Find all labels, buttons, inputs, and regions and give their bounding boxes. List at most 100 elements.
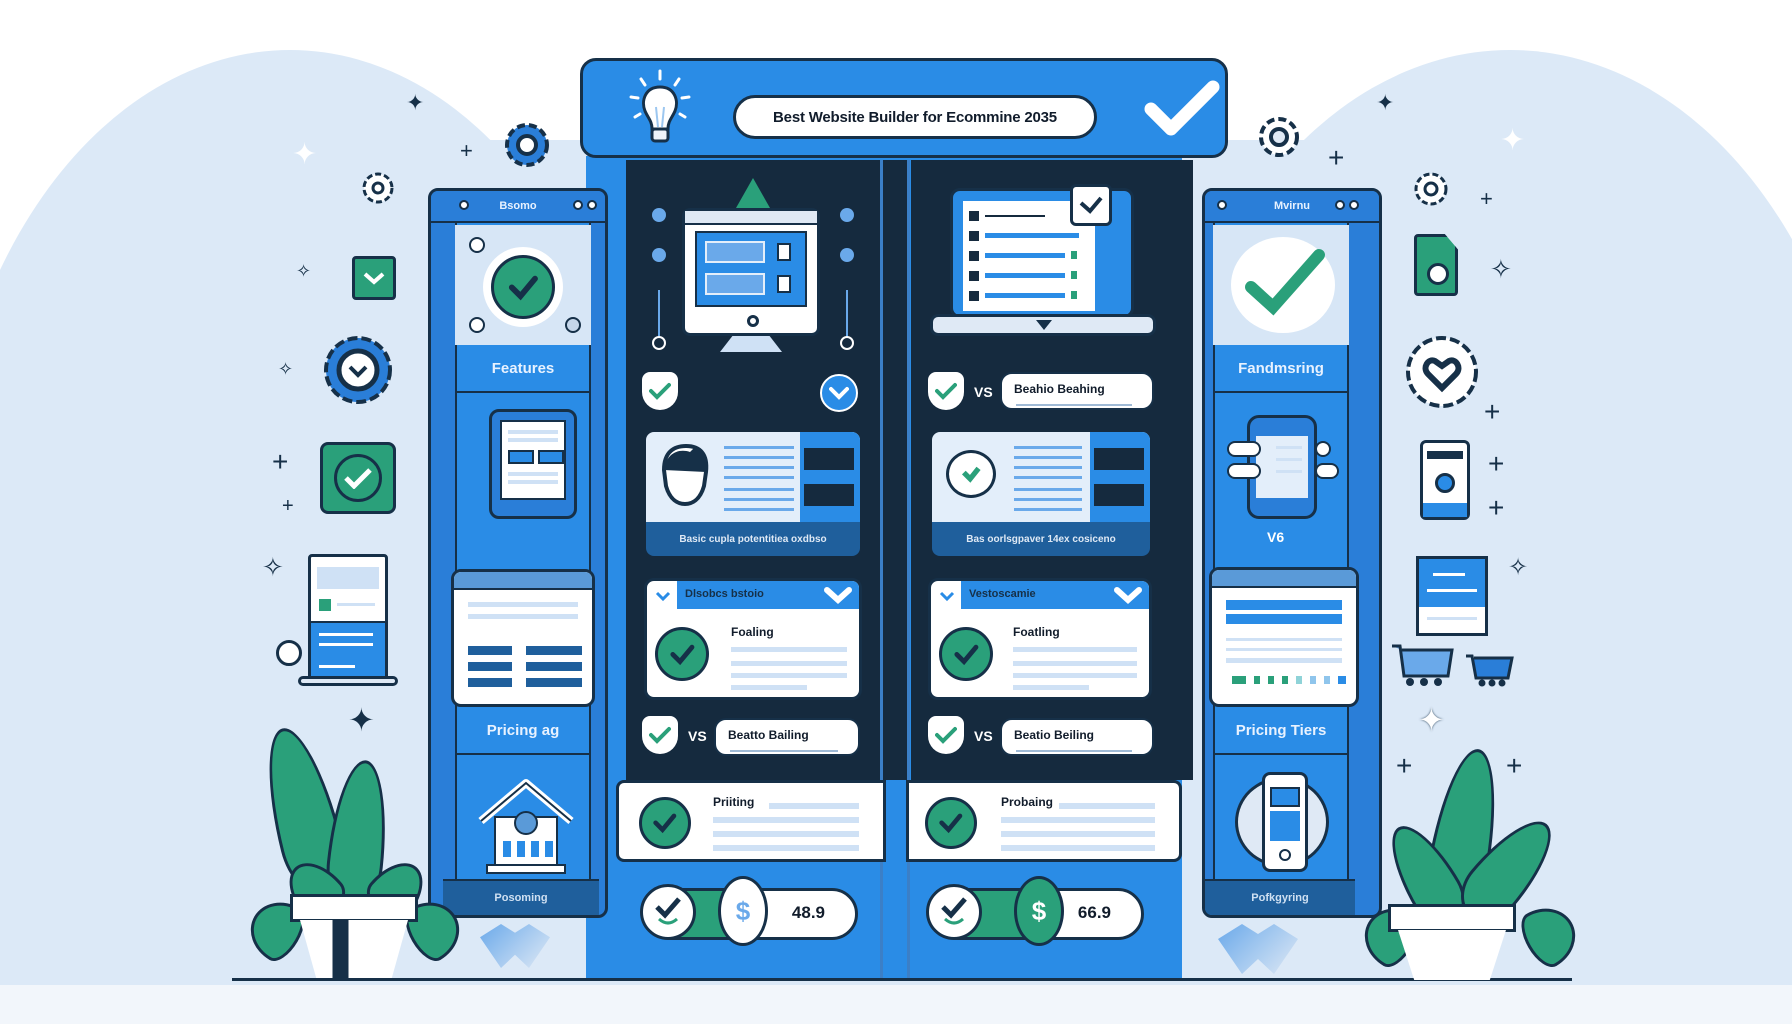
plus-icon: + [1506,750,1523,781]
chevron-down-icon[interactable] [820,374,858,412]
connector-line [846,290,848,340]
megaphone-icon [276,640,302,666]
chevron-down-icon[interactable] [1113,585,1143,610]
toggle-chip [1315,463,1339,479]
document-file-icon [1414,234,1458,296]
left-panel-features-label[interactable]: Features [455,345,591,393]
floor [0,985,1792,1024]
sparkle-outline-icon: ✧ [1508,554,1529,581]
stand-base [298,676,398,686]
plus-icon: + [282,495,294,517]
plus-icon: + [1488,448,1505,479]
gear-heart-icon [1400,330,1484,419]
plant-pot [1398,930,1506,980]
chevron-down-icon[interactable] [939,589,955,607]
plus-icon: + [1396,750,1413,781]
page-title: Best Website Builder for Ecommine 2035 [733,95,1097,139]
shield-check-icon [642,716,678,754]
pricing-tiers-browser-icon [1209,567,1359,707]
sparkle-icon: ✦ [292,138,318,171]
check-circle-icon [639,797,691,849]
sparkle-outline-icon: ✧ [262,552,284,582]
column-divider [907,160,910,980]
shield-check-icon [928,716,964,754]
shield-check-icon [928,372,964,410]
node-dot [565,317,581,333]
sparkle-icon: ✦ [1376,90,1395,115]
toggle-chip [1227,463,1261,479]
right-panel-hero [1213,225,1349,345]
browser-monitor-icon [682,178,820,354]
profile-card[interactable]: Bas oorlsgpaver 14ex cosiceno [932,432,1150,556]
sparkle-outline-icon: ✧ [296,261,312,281]
pricing-card[interactable]: Priiting [616,780,886,862]
price-value: 66.9 [1077,903,1111,922]
right-panel-title: Mvirnu [1273,200,1311,212]
window-dot [1335,200,1345,210]
storefront-house-icon [471,771,581,886]
gear-check-icon [318,330,398,415]
checkbox-checked-icon [352,256,396,300]
comparison-card[interactable]: Beahio Beahing [1000,372,1154,410]
feature-card[interactable]: Dlsobcs bstoio Foaling [644,578,862,700]
lightbulb-icon [625,67,695,158]
pricing-title: Priiting [713,795,755,809]
plus-icon: + [1488,492,1505,523]
right-panel-pricing-label[interactable]: Pricing Tiers [1213,707,1349,755]
vs-label: VS [974,728,993,744]
feature-card-title: Foatling [1013,625,1060,639]
feature-card-title: Foaling [731,625,774,639]
dollar-coin-icon: $ [718,876,768,946]
node-dot [469,317,485,333]
article-card-icon [1416,556,1488,636]
smartphone-icon [1235,772,1329,872]
gear-icon [840,208,854,222]
check-smile-icon [926,884,982,940]
comparison-card[interactable]: Beatto Bailing [714,718,860,756]
node-dot [652,336,666,350]
left-panel-pricing-label[interactable]: Pricing ag [455,707,591,755]
mobile-phone-icon [1420,440,1470,520]
ground-line [232,978,1572,981]
vs-label: VS [688,728,707,744]
left-panel-title: Bsomo [499,200,537,212]
plant-pot [300,920,408,978]
profile-caption: Bas oorlsgpaver 14ex cosiceno [966,533,1116,545]
laptop-checklist-icon [930,184,1156,342]
window-dot [1217,200,1227,210]
check-circle-icon [925,797,977,849]
sparkle-icon: ✦ [406,90,425,115]
window-dot [459,200,469,210]
left-panel-hero [455,225,591,345]
right-panel-footer[interactable]: Pofkgyring [1205,879,1355,915]
feature-card-header: Vestoscamie [969,588,1036,600]
gear-icon [652,248,666,262]
header-banner: Best Website Builder for Ecommine 2035 [580,58,1228,158]
shopping-cart-icon [1464,652,1514,693]
plus-icon: + [1484,396,1501,427]
right-panel-features-label[interactable]: Fandmsring [1213,345,1349,393]
sparkle-icon: ✦ [348,702,375,738]
avatar [656,442,714,513]
left-panel-footer[interactable]: Posoming [443,879,599,915]
gear-icon [1254,112,1304,167]
feature-card[interactable]: Vestoscamie Foatling [928,578,1152,700]
gear-icon [500,118,554,177]
toggle-chip [1315,441,1331,457]
vs-label: V6 [1267,529,1285,545]
check-smile-icon [640,884,696,940]
chevron-down-icon[interactable] [823,585,853,610]
tablet-document-icon [489,409,577,519]
pricing-card[interactable]: Probaing [906,780,1182,862]
profile-card[interactable]: Basic cupla potentitiea oxdbso [646,432,860,556]
chevron-down-icon[interactable] [655,589,671,607]
vs-label: VS [974,384,993,400]
checkmark-icon [1143,77,1221,144]
shield-check-icon [642,372,678,410]
node-dot [840,336,854,350]
dollar-coin-icon: $ [1014,876,1064,946]
toggle-chip [1094,484,1144,506]
check-circle-icon [939,627,993,681]
pricing-title: Probaing [1001,795,1054,809]
comparison-card[interactable]: Beatio Beiling [1000,718,1154,756]
